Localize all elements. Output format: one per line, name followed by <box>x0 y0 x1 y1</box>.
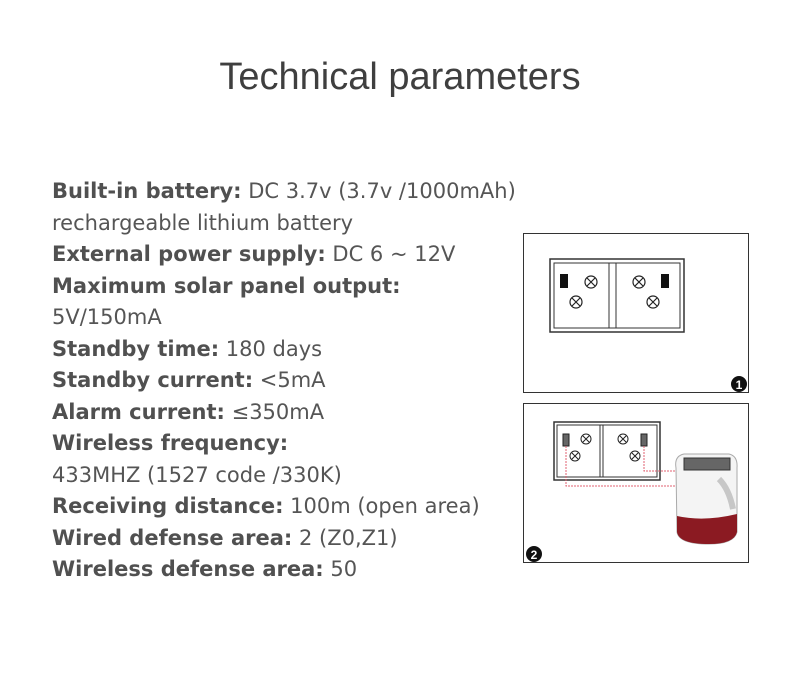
figure-siren-wiring: 2 <box>523 403 749 563</box>
terminal-icon <box>560 274 568 288</box>
page-title: Technical parameters <box>219 56 581 98</box>
spec-line: Alarm current: ≤350mA <box>52 397 516 429</box>
wire <box>565 446 676 487</box>
screw-icon <box>569 275 660 309</box>
terminal-diagram: 1 <box>549 258 747 392</box>
spec-line: rechargeable lithium battery <box>52 208 516 240</box>
siren-icon <box>675 453 738 545</box>
spec-value: 180 days <box>219 336 323 361</box>
spec-list: Built-in battery: DC 3.7v (3.7v /1000mAh… <box>52 176 516 586</box>
badge-icon <box>526 546 542 562</box>
spec-value: 433MHZ (1527 code /330K) <box>52 462 342 487</box>
spec-line: Built-in battery: DC 3.7v (3.7v /1000mAh… <box>52 176 516 208</box>
spec-value: 50 <box>323 557 358 581</box>
figure-terminal-block: 1 <box>523 233 749 393</box>
badge-icon <box>731 376 747 392</box>
spec-value: 5V/150mA <box>52 305 162 329</box>
spec-label: Maximum solar panel output: <box>52 273 401 298</box>
spec-value: ≤350mA <box>224 399 325 424</box>
spec-label: External power supply: <box>52 242 326 266</box>
spec-label: Standby time: <box>52 336 220 361</box>
spec-label: Wireless defense area: <box>52 557 324 581</box>
spec-label: Receiving distance: <box>52 494 284 518</box>
spec-line: Receiving distance: 100m (open area) <box>52 491 516 523</box>
spec-line: Standby current: <5mA <box>52 365 516 397</box>
spec-line: Standby time: 180 days <box>52 334 516 366</box>
spec-line: Maximum solar panel output: <box>52 271 516 303</box>
spec-label: Built-in battery: <box>52 179 242 203</box>
spec-value: 2 (Z0,Z1) <box>292 525 398 550</box>
spec-line: 5V/150mA <box>52 302 516 334</box>
spec-value: <5mA <box>253 368 326 392</box>
spec-line: Wired defense area: 2 (Z0,Z1) <box>52 523 516 555</box>
svg-text:2: 2 <box>531 548 538 562</box>
spec-line: Wireless frequency: <box>52 428 516 460</box>
spec-value: rechargeable lithium battery <box>52 210 354 235</box>
screw-icon <box>569 433 641 462</box>
spec-line: External power supply: DC 6 ~ 12V <box>52 239 516 271</box>
spec-line: 433MHZ (1527 code /330K) <box>52 460 516 492</box>
spec-label: Standby current: <box>52 368 254 392</box>
spec-value: 100m (open area) <box>283 494 480 518</box>
spec-label: Wireless frequency: <box>52 431 289 455</box>
svg-text:1: 1 <box>736 378 743 392</box>
terminal-icon <box>661 274 669 288</box>
spec-line: Wireless defense area: 50 <box>52 554 516 586</box>
spec-label: Wired defense area: <box>52 525 293 550</box>
spec-value: DC 6 ~ 12V <box>325 242 456 266</box>
wiring-diagram: 2 <box>526 421 738 562</box>
spec-label: Alarm current: <box>52 399 225 424</box>
spec-value: DC 3.7v (3.7v /1000mAh) <box>241 179 516 203</box>
